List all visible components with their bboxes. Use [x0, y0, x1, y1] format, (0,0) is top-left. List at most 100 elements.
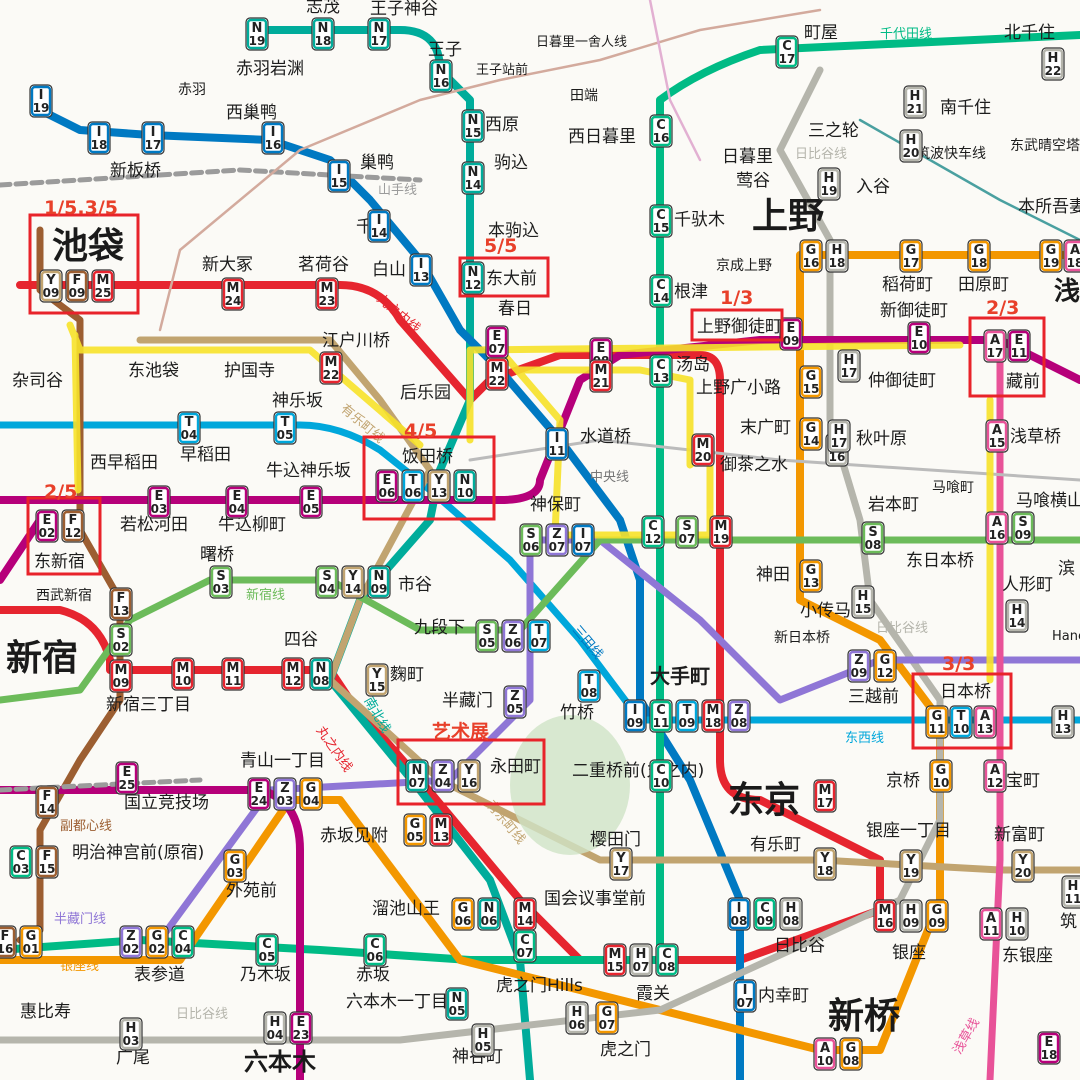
station-nishigahara[interactable]: 西原	[485, 115, 519, 135]
station-nezu[interactable]: 根津	[674, 282, 708, 302]
station-asakusabashi[interactable]: 浅草桥	[1010, 427, 1061, 447]
station-nishi-waseda[interactable]: 西早稻田	[90, 453, 158, 473]
station-roppongi-itchome[interactable]: 六本木一丁目	[346, 992, 448, 1012]
highlight-higashi-shinjuku[interactable]	[26, 496, 102, 576]
station-ushigome-kagurazaka[interactable]: 牛込神乐坂	[266, 461, 351, 481]
station-ebisu[interactable]: 惠比寿	[20, 1002, 71, 1022]
station-ueno-hirokoji[interactable]: 上野广小路	[696, 378, 781, 398]
station-uchisaiwaicho[interactable]: 内幸町	[758, 986, 809, 1006]
station-minami-senju[interactable]: 南千住	[940, 98, 991, 118]
station-nihombashi[interactable]: 日本桥	[940, 682, 991, 702]
station-akabane-iwabuchi[interactable]: 赤羽岩渊	[236, 59, 304, 79]
station-otemachi[interactable]: 大手町	[650, 664, 710, 688]
station-iidabashi[interactable]: 饭田桥	[402, 447, 453, 467]
station-oji[interactable]: 王子	[428, 40, 462, 60]
station-sakuradamon[interactable]: 樱田门	[590, 830, 641, 850]
station-haneda[interactable]: Hane	[1052, 629, 1080, 644]
station-nijubashimae[interactable]: 二重桥前(丸之内)	[572, 761, 704, 781]
station-nippori[interactable]: 日暮里	[722, 147, 773, 167]
station-keisei-ueno[interactable]: 京成上野	[716, 258, 772, 274]
station-tameike-sanno[interactable]: 溜池山王	[372, 899, 440, 919]
station-kokkai-gijidomae[interactable]: 国会议事堂前	[544, 889, 646, 909]
station-waseda[interactable]: 早稻田	[180, 445, 231, 465]
station-shin-okachimachi[interactable]: 新御徒町	[880, 301, 948, 321]
station-sendagi[interactable]: 千驮木	[674, 210, 725, 230]
station-hakusan[interactable]: 白山	[372, 260, 406, 280]
station-korakuen[interactable]: 后乐园	[400, 383, 451, 403]
station-shin-itabashi[interactable]: 新板桥	[110, 161, 161, 181]
station-shinjuku[interactable]: 新宿	[6, 638, 78, 679]
station-roppongi[interactable]: 六本木	[244, 1048, 317, 1076]
station-kanda[interactable]: 神田	[756, 565, 790, 585]
station-wakamatsu-kawada[interactable]: 若松河田	[120, 515, 188, 535]
station-ochanomizu[interactable]: 御茶之水	[720, 455, 788, 475]
station-ichigaya[interactable]: 市谷	[398, 575, 432, 595]
station-yurakucho[interactable]: 有乐町	[750, 835, 801, 855]
station-kasuga[interactable]: 春日	[498, 299, 532, 319]
station-hiroo[interactable]: 广尾	[116, 1048, 150, 1068]
station-shimbashi[interactable]: 新桥	[828, 996, 900, 1037]
station-higashi-shinjuku[interactable]: 东新宿	[34, 552, 85, 572]
station-nishi-nippori[interactable]: 西日暮里	[568, 127, 636, 147]
station-iriya[interactable]: 入谷	[856, 177, 890, 197]
station-edogawabashi[interactable]: 江户川桥	[322, 331, 390, 351]
station-oji-ekimae[interactable]: 王子站前	[476, 62, 528, 78]
station-takebashi[interactable]: 竹桥	[560, 703, 594, 723]
station-toranomon[interactable]: 虎之门	[600, 1040, 651, 1060]
station-mitsukoshimae[interactable]: 三越前	[848, 687, 899, 707]
station-yushima[interactable]: 汤岛	[676, 355, 710, 375]
station-yotsuya[interactable]: 四谷	[284, 630, 318, 650]
station-jimbocho[interactable]: 神保町	[530, 495, 581, 515]
station-ueno-okachimachi[interactable]: 上野御徒町	[697, 317, 782, 337]
station-toranomon-hills[interactable]: 虎之门Hills	[496, 976, 583, 996]
station-machiya[interactable]: 町屋	[804, 23, 838, 43]
station-akabane[interactable]: 赤羽	[178, 82, 206, 98]
station-kuramae[interactable]: 藏前	[1006, 372, 1040, 392]
station-suehirocho[interactable]: 末广町	[740, 418, 791, 438]
station-nishi-shinjuku[interactable]: 西武新宿	[36, 587, 92, 604]
station-oji-kamiya[interactable]: 王子神谷	[370, 0, 438, 19]
station-asakusa[interactable]: 浅	[1054, 277, 1080, 307]
station-tokyo[interactable]: 东京	[728, 779, 800, 821]
station-komagome[interactable]: 驹込	[494, 153, 528, 173]
station-ningyocho[interactable]: 人形町	[1002, 575, 1053, 595]
station-tsukiji[interactable]: 筑	[1060, 912, 1077, 932]
station-hon-komagome[interactable]: 本驹込	[488, 221, 539, 241]
station-akasaka-mitsuke[interactable]: 赤坂见附	[320, 826, 388, 846]
station-shinjuku-sanchome[interactable]: 新宿三丁目	[106, 695, 191, 715]
station-shin-nihombashi[interactable]: 新日本桥	[774, 630, 830, 646]
station-kasumigaseki[interactable]: 霞关	[636, 984, 670, 1004]
station-tabata[interactable]: 田端	[570, 88, 598, 104]
station-uguisudani[interactable]: 莺谷	[736, 171, 770, 191]
station-nagatacho[interactable]: 永田町	[490, 757, 541, 777]
station-akasaka[interactable]: 赤坂	[356, 965, 390, 985]
station-omotesando[interactable]: 表参道	[134, 965, 185, 985]
station-aoyama-itchome[interactable]: 青山一丁目	[240, 751, 325, 771]
station-higashi-ikebukuro[interactable]: 东池袋	[128, 361, 179, 381]
station-meiji-jingumae[interactable]: 明治神宫前(原宿)	[72, 843, 204, 863]
station-bakurocho[interactable]: 马喰町	[932, 480, 974, 496]
station-kagurazaka[interactable]: 神乐坂	[272, 391, 323, 411]
station-iwamotocho[interactable]: 岩本町	[868, 495, 919, 515]
station-gaiemmae[interactable]: 外苑前	[226, 881, 277, 901]
station-suidobashi[interactable]: 水道桥	[580, 427, 631, 447]
highlight-ikebukuro[interactable]	[28, 213, 140, 315]
station-gokokuji[interactable]: 护国寺	[224, 361, 275, 381]
station-hamacho[interactable]: 滨	[1058, 559, 1075, 579]
station-sugamo[interactable]: 巢鸭	[360, 153, 394, 173]
station-kokuritsu-kyogijo[interactable]: 国立竞技场	[124, 793, 209, 813]
highlight-kuramae[interactable]	[968, 316, 1046, 398]
station-kyobashi[interactable]: 京桥	[886, 771, 920, 791]
station-ueno[interactable]: 上野	[752, 196, 824, 237]
station-higashi-nihombashi[interactable]: 东日本桥	[906, 551, 974, 571]
station-shintomicho[interactable]: 新富町	[994, 825, 1045, 845]
station-bakuro-yokoyama[interactable]: 马喰横山	[1016, 491, 1080, 511]
station-inaricho[interactable]: 稻荷町	[882, 275, 933, 295]
highlight-ueno-okachimachi[interactable]	[690, 308, 784, 342]
station-shimo[interactable]: 志茂	[306, 0, 340, 17]
station-naka-okachimachi[interactable]: 仲御徒町	[868, 371, 936, 391]
station-todaimae[interactable]: 东大前	[486, 269, 537, 289]
station-hibiya[interactable]: 日比谷	[774, 936, 825, 956]
highlight-iidabashi[interactable]	[362, 435, 496, 521]
station-ushigome-yanagicho[interactable]: 牛込柳町	[218, 515, 286, 535]
